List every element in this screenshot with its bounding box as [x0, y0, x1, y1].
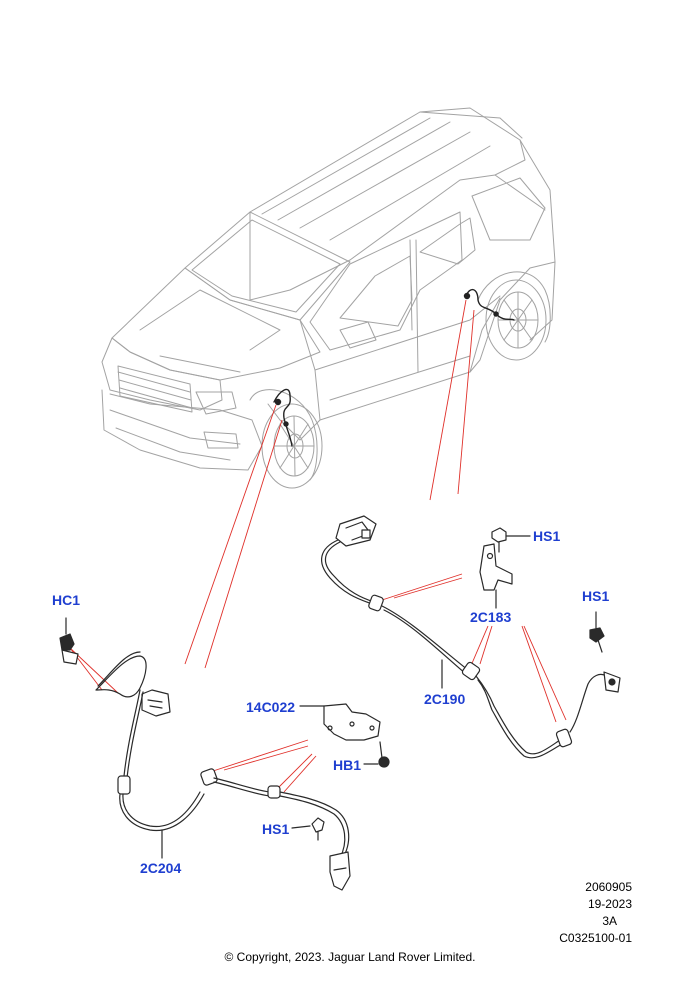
callout-2c190: 2C190	[424, 691, 466, 707]
ref-number: 2060905	[585, 880, 632, 894]
callout-14c022: 14C022	[246, 699, 296, 715]
callout-hc1: HC1	[52, 592, 81, 608]
date-code: 19-2023	[587, 897, 632, 911]
callout-hs1-right: HS1	[582, 588, 610, 604]
revision: 3A	[602, 914, 617, 928]
front-sensor-2c204	[59, 617, 390, 891]
callout-hb1: HB1	[333, 757, 362, 773]
vehicle-harness-lines	[273, 289, 515, 447]
callout-2c204: 2C204	[140, 860, 182, 876]
copyright-notice: © Copyright, 2023. Jaguar Land Rover Lim…	[224, 950, 476, 964]
rear-sensor-2c190	[321, 515, 621, 759]
callout-hs1-top: HS1	[533, 528, 561, 544]
illustration-id: C0325100-01	[559, 931, 632, 945]
callout-2c183: 2C183	[470, 609, 512, 625]
vehicle-illustration	[101, 107, 556, 489]
callout-hs1-bottom: HS1	[262, 821, 290, 837]
